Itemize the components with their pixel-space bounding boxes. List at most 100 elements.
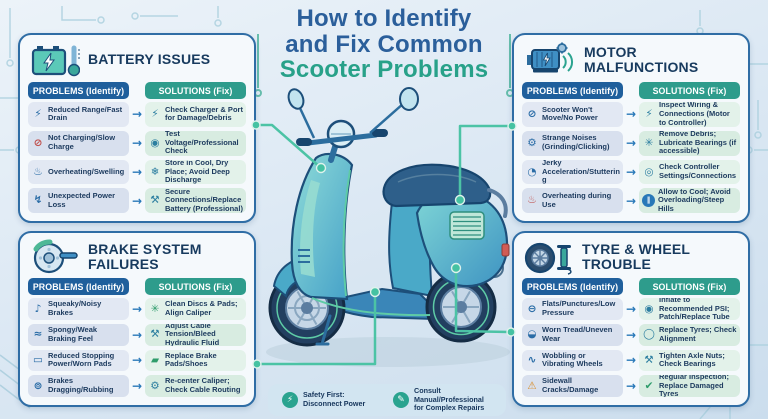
problem-text: Squeaky/Noisy Brakes xyxy=(48,299,102,317)
solution-text: Remove Debris; Lubricate Bearings (if ac… xyxy=(659,130,737,156)
arrow-icon: → xyxy=(131,379,143,394)
solution-cell: ▰ Replace Brake Pads/Shoes xyxy=(145,349,246,372)
voltmeter-icon: ◉ xyxy=(150,136,160,149)
cleaning-pad-icon: ✳ xyxy=(150,302,160,315)
problem-text: Worn Tread/Uneven Wear xyxy=(542,324,613,343)
no-charge-plug-icon: ⊘ xyxy=(33,136,43,149)
panel-motor-header: MOTOR MALFUNCTIONS xyxy=(522,40,740,82)
problem-cell: ⚙ Strange Noises (Grinding/Clicking) xyxy=(522,130,623,156)
solution-cell: ✳ Clean Discs & Pads; Align Caliper xyxy=(145,298,246,320)
tyre-pump-icon xyxy=(524,242,572,275)
battery-drain-icon: ⚡ xyxy=(34,108,42,121)
throttle-gauge-icon: ◔ xyxy=(527,165,537,178)
problem-text: Overheating/Swelling xyxy=(48,166,125,176)
worn-tread-icon: ◒ xyxy=(527,328,537,341)
problem-cell: ♨ Overheating during Use xyxy=(522,188,623,213)
solution-cell: ◉ Inflate to Recommended PSI; Patch/Repl… xyxy=(639,298,740,320)
panel-battery-issues: BATTERY ISSUES PROBLEMS (Identify) SOLUT… xyxy=(18,33,256,223)
problem-cell: ◔ Jerky Acceleration/Stuttering xyxy=(522,159,623,185)
noisy-speaker-icon: ♪ xyxy=(34,302,42,315)
solution-text: Check Controller Settings/Connections xyxy=(659,162,737,180)
title-line-3: Scooter Problems xyxy=(279,56,489,84)
safety-note-text: Safety First: Disconnect Power xyxy=(303,390,366,408)
cracked-sidewall-icon: ⚠ xyxy=(527,379,537,392)
solution-cell: ◯ Replace Tyres; Check Alignment xyxy=(639,323,740,346)
lightning-icon: ⚡ xyxy=(282,392,298,408)
brake-lever-icon: ≈ xyxy=(33,328,43,341)
page-title: How to Identify and Fix Common Scooter P… xyxy=(250,6,518,83)
solution-text: Replace Brake Pads/Shoes xyxy=(165,350,217,369)
problems-column-header: PROBLEMS (Identify) xyxy=(522,278,623,295)
problem-cell: ⊘ Scooter Won't Move/No Power xyxy=(522,102,623,127)
battery-thermometer-icon xyxy=(31,45,80,77)
controller-icon: ◎ xyxy=(644,165,654,178)
solution-cell: ⚒ Tighten Axle Nuts; Check Bearings xyxy=(639,349,740,372)
cleaning-brush-icon: ✳ xyxy=(644,136,654,149)
problem-cell: ♨ Overheating/Swelling xyxy=(28,159,129,185)
arrow-icon: → xyxy=(625,353,637,368)
brake-pad-icon: ▰ xyxy=(150,354,160,367)
solution-cell: ⚡ Check Charger & Port for Damage/Debris xyxy=(145,102,246,127)
taillight xyxy=(501,243,510,257)
solution-cell: ⚒ Secure Connections/Replace Battery (Pr… xyxy=(145,188,246,213)
solutions-column-header: SOLUTIONS (Fix) xyxy=(145,82,246,99)
solution-text: Allow to Cool; Avoid Overloading/Steep H… xyxy=(658,188,731,213)
panel-tyre-header: TYRE & WHEEL TROUBLE xyxy=(522,238,740,278)
vent-grille xyxy=(449,211,485,240)
seat xyxy=(382,163,492,208)
problem-cell: ⊘ Not Charging/Slow Charge xyxy=(28,130,129,156)
arrow-icon: → xyxy=(131,107,143,122)
manual-note-text: Consult Manual/Professional for Complex … xyxy=(414,385,485,413)
solution-cell: ❄ Store in Cool, Dry Place; Avoid Deep D… xyxy=(145,159,246,185)
solution-cell: ◎ Check Controller Settings/Connections xyxy=(639,159,740,185)
problem-text: Sidewall Cracks/Damage xyxy=(542,376,599,395)
solution-text: Check Charger & Port for Damage/Debris xyxy=(165,104,243,123)
dragging-wheel-icon: ⊚ xyxy=(33,379,43,392)
problem-text: Reduced Stopping Power/Worn Pads xyxy=(48,350,115,369)
problem-cell: ▭ Reduced Stopping Power/Worn Pads xyxy=(28,349,129,372)
leg-shield xyxy=(290,152,354,301)
solution-text: Tighten Axle Nuts; Check Bearings xyxy=(659,350,725,369)
solutions-column-header: SOLUTIONS (Fix) xyxy=(145,278,246,295)
footer-notes-bar: ⚡ Safety First: Disconnect Power ✎ Consu… xyxy=(268,384,506,416)
motor-icon xyxy=(527,42,574,73)
problem-text: Not Charging/Slow Charge xyxy=(48,133,116,152)
manual-note: ✎ Consult Manual/Professional for Comple… xyxy=(393,385,492,413)
arrow-icon: → xyxy=(625,164,637,179)
problem-cell: ⚡ Reduced Range/Fast Drain xyxy=(28,102,129,127)
solution-text: Regular Inspection; Replace Damaged Tyre… xyxy=(659,375,730,397)
solution-cell: ⚒ Adjust Cable Tension/Bleed Hydraulic F… xyxy=(145,323,246,346)
solution-text: Re-center Caliper; Check Cable Routing xyxy=(165,376,241,395)
panel-title: MOTOR MALFUNCTIONS xyxy=(584,43,699,75)
pressure-gauge-icon: ◉ xyxy=(644,302,654,315)
charger-port-icon: ⚡ xyxy=(151,108,159,121)
arrow-icon: → xyxy=(131,301,143,316)
problem-cell: ♪ Squeaky/Noisy Brakes xyxy=(28,298,129,320)
panel-motor-malfunctions: MOTOR MALFUNCTIONS PROBLEMS (Identify) S… xyxy=(512,33,750,223)
problem-text: Jerky Acceleration/Stuttering xyxy=(542,159,620,185)
power-loss-icon: ↯ xyxy=(33,194,43,207)
arrow-icon: → xyxy=(131,193,143,208)
panel-brake-header: BRAKE SYSTEM FAILURES xyxy=(28,238,246,278)
solution-cell: ‖ Allow to Cool; Avoid Overloading/Steep… xyxy=(639,188,740,213)
battery-problem-solution-grid: PROBLEMS (Identify) SOLUTIONS (Fix) ⚡ Re… xyxy=(28,82,246,214)
arrow-icon: → xyxy=(625,379,637,394)
arrow-icon: → xyxy=(131,136,143,151)
solution-cell: ✔ Regular Inspection; Replace Damaged Ty… xyxy=(639,375,740,397)
problem-text: Spongy/Weak Braking Feel xyxy=(48,324,98,343)
right-mirror xyxy=(399,87,419,111)
arrow-icon: → xyxy=(625,327,637,342)
problem-text: Wobbling or Vibrating Wheels xyxy=(542,350,603,369)
problem-cell: ≈ Spongy/Weak Braking Feel xyxy=(28,323,129,346)
arrow-icon: → xyxy=(625,301,637,316)
caliper-gear-icon: ⚙ xyxy=(150,379,160,392)
grinding-gear-icon: ⚙ xyxy=(527,136,537,149)
problem-text: Flats/Punctures/Low Pressure xyxy=(542,299,616,317)
problems-column-header: PROBLEMS (Identify) xyxy=(28,82,129,99)
solution-text: Inspect Wiring & Connections (Motor to C… xyxy=(659,102,730,127)
solution-text: Inflate to Recommended PSI; Patch/Replac… xyxy=(659,298,730,320)
problem-text: Reduced Range/Fast Drain xyxy=(48,104,123,123)
arrow-icon: → xyxy=(625,136,637,151)
problem-text: Brakes Dragging/Rubbing xyxy=(48,376,114,395)
